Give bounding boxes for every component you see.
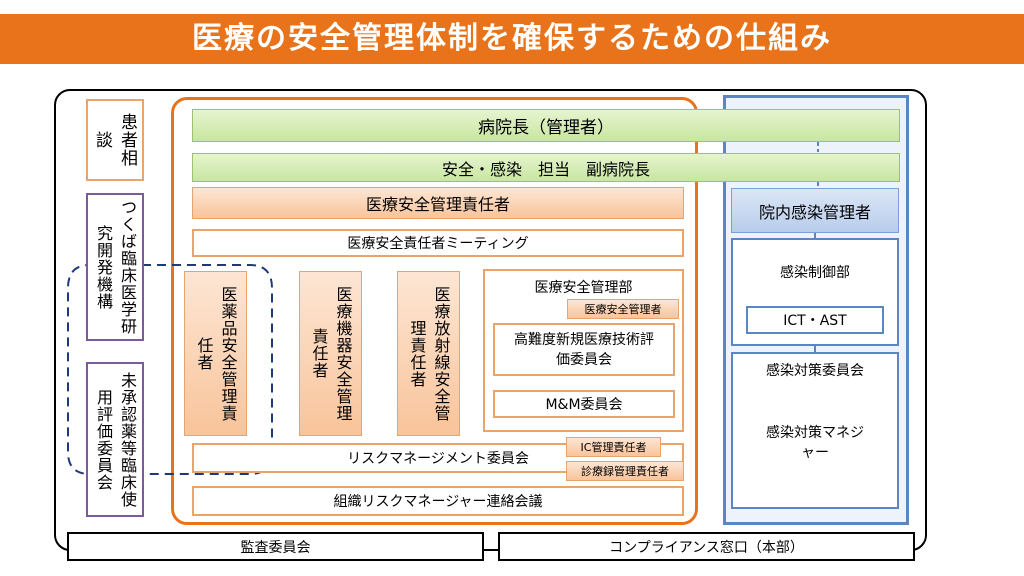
audit-committee-box: 監査委員会 — [67, 532, 484, 561]
hospital-director-box: 病院長（管理者） — [192, 109, 900, 142]
patient-consultation-box: 患者相談 — [86, 99, 144, 181]
ic-manager-label: IC管理責任者 — [580, 441, 647, 454]
safety-meeting-box: 医療安全責任者ミーティング — [192, 229, 684, 257]
infection-committee-box — [731, 352, 899, 509]
ict-ast-label: ICT・AST — [783, 313, 847, 329]
safety-manager-tag-label: 医療安全管理者 — [584, 303, 662, 316]
infection-control-manager-label: 院内感染管理者 — [758, 202, 871, 222]
page-title: 医療の安全管理体制を確保するための仕組み — [192, 21, 832, 56]
hospital-director-label: 病院長（管理者） — [478, 118, 614, 138]
mm-committee-label: M&M委員会 — [545, 397, 623, 413]
risk-liaison-meeting-label: 組織リスクマネージャー連絡会議 — [333, 494, 543, 510]
drug-safety-officer-box: 医薬品安全管理責任者 — [184, 271, 247, 436]
infection-control-manager-box: 院内感染管理者 — [731, 188, 899, 233]
compliance-desk-label: コンプライアンス窓口（本部） — [609, 539, 804, 556]
radiation-safety-officer-label: 医療放射線安全管理責任者 — [407, 285, 451, 422]
tsukuba-research-org-label: つくば臨床医学研究開発機構 — [94, 199, 137, 335]
medical-safety-manager-box: 医療安全管理責任者 — [192, 187, 684, 219]
infection-manager-label: 感染対策マネジャー — [766, 425, 864, 461]
mm-committee-box: M&M委員会 — [493, 390, 675, 418]
safety-management-dept-title: 医療安全管理部 — [534, 280, 633, 296]
records-manager-tag: 診療録管理責任者 — [566, 461, 684, 481]
risk-liaison-meeting-box: 組織リスクマネージャー連絡会議 — [192, 486, 684, 516]
device-safety-officer-label: 医療機器安全管理責任者 — [309, 285, 353, 422]
patient-consultation-label: 患者相談 — [92, 113, 137, 167]
unapproved-drugs-committee-label: 未承認薬等臨床使用評価委員会 — [94, 371, 137, 508]
safety-manager-tag: 医療安全管理者 — [567, 299, 679, 319]
safety-meeting-label: 医療安全責任者ミーティング — [347, 236, 529, 252]
vice-director-box: 安全・感染 担当 副病院長 — [192, 153, 900, 182]
advanced-tech-committee-label: 高難度新規医療技術評価委員会 — [514, 331, 654, 368]
unapproved-drugs-committee-box: 未承認薬等臨床使用評価委員会 — [86, 362, 144, 517]
device-safety-officer-box: 医療機器安全管理責任者 — [299, 271, 362, 436]
tsukuba-research-org-box: つくば臨床医学研究開発機構 — [86, 193, 144, 341]
drug-safety-officer-label: 医薬品安全管理責任者 — [194, 285, 238, 422]
medical-safety-manager-label: 医療安全管理責任者 — [365, 195, 510, 214]
compliance-desk-box: コンプライアンス窓口（本部） — [498, 532, 915, 561]
records-manager-label: 診療録管理責任者 — [581, 465, 669, 478]
infection-control-dept-label: 感染制御部 — [780, 265, 850, 281]
infection-committee-label: 感染対策委員会 — [766, 363, 864, 379]
ic-manager-tag: IC管理責任者 — [566, 437, 661, 457]
audit-committee-label: 監査委員会 — [240, 539, 311, 556]
outer-frame — [54, 89, 927, 551]
risk-management-committee-label: リスクマネージメント委員会 — [347, 451, 529, 467]
advanced-tech-committee-box: 高難度新規医療技術評価委員会 — [493, 323, 675, 376]
radiation-safety-officer-box: 医療放射線安全管理責任者 — [397, 271, 460, 436]
ict-ast-box: ICT・AST — [746, 306, 884, 334]
vice-director-label: 安全・感染 担当 副病院長 — [441, 159, 650, 179]
title-bar — [0, 14, 1024, 64]
